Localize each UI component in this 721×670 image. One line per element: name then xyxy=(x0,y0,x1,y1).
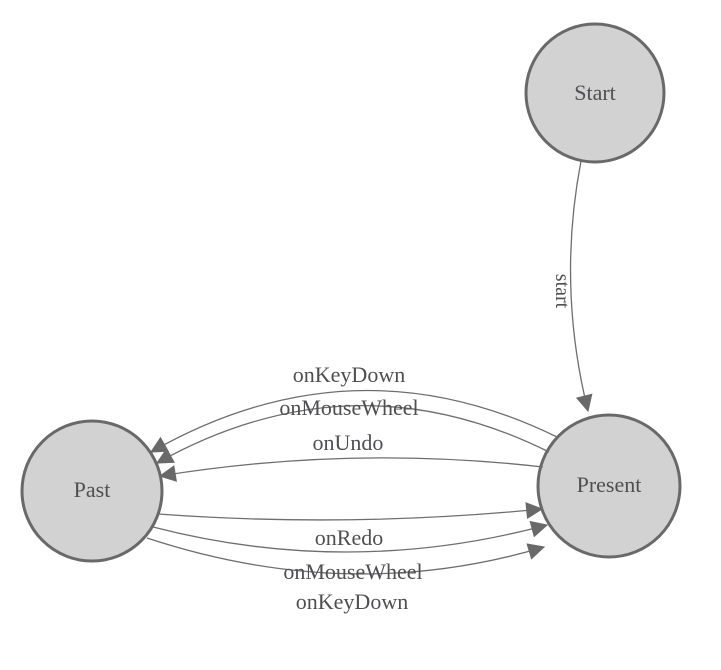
edge-label-start: start xyxy=(551,274,573,309)
edge-label-onmousewheel-top: onMouseWheel xyxy=(279,395,418,420)
edge-present-to-past-onkeydown xyxy=(149,389,558,453)
edge-label-onredo: onRedo xyxy=(315,525,383,550)
edge-label-onmousewheel-bottom: onMouseWheel xyxy=(283,559,422,584)
node-past[interactable]: Past xyxy=(20,419,164,563)
edge-past-to-present-onmousewheel xyxy=(152,520,549,553)
edge-past-to-present-onredo xyxy=(157,502,544,521)
edge-label-onundo: onUndo xyxy=(313,430,384,455)
state-label-past: Past xyxy=(74,477,111,502)
edge-start-to-present xyxy=(569,160,593,413)
edge-present-to-past-onundo xyxy=(158,457,544,482)
state-label-present: Present xyxy=(577,472,642,497)
state-label-start: Start xyxy=(574,80,616,105)
edge-past-to-present-onkeydown xyxy=(146,537,546,575)
node-present[interactable]: Present xyxy=(536,413,682,559)
edges xyxy=(146,160,593,575)
edge-labels: start onKeyDown onMouseWheel onUndo onRe… xyxy=(279,274,573,614)
edge-label-onkeydown-bottom: onKeyDown xyxy=(296,589,408,614)
state-circle-start[interactable] xyxy=(524,22,666,164)
state-circle-past[interactable] xyxy=(20,419,164,563)
edge-present-to-past-onmousewheel xyxy=(155,404,550,464)
state-circle-present[interactable] xyxy=(536,413,682,559)
edge-label-onkeydown-top: onKeyDown xyxy=(293,362,405,387)
node-start[interactable]: Start xyxy=(524,22,666,164)
